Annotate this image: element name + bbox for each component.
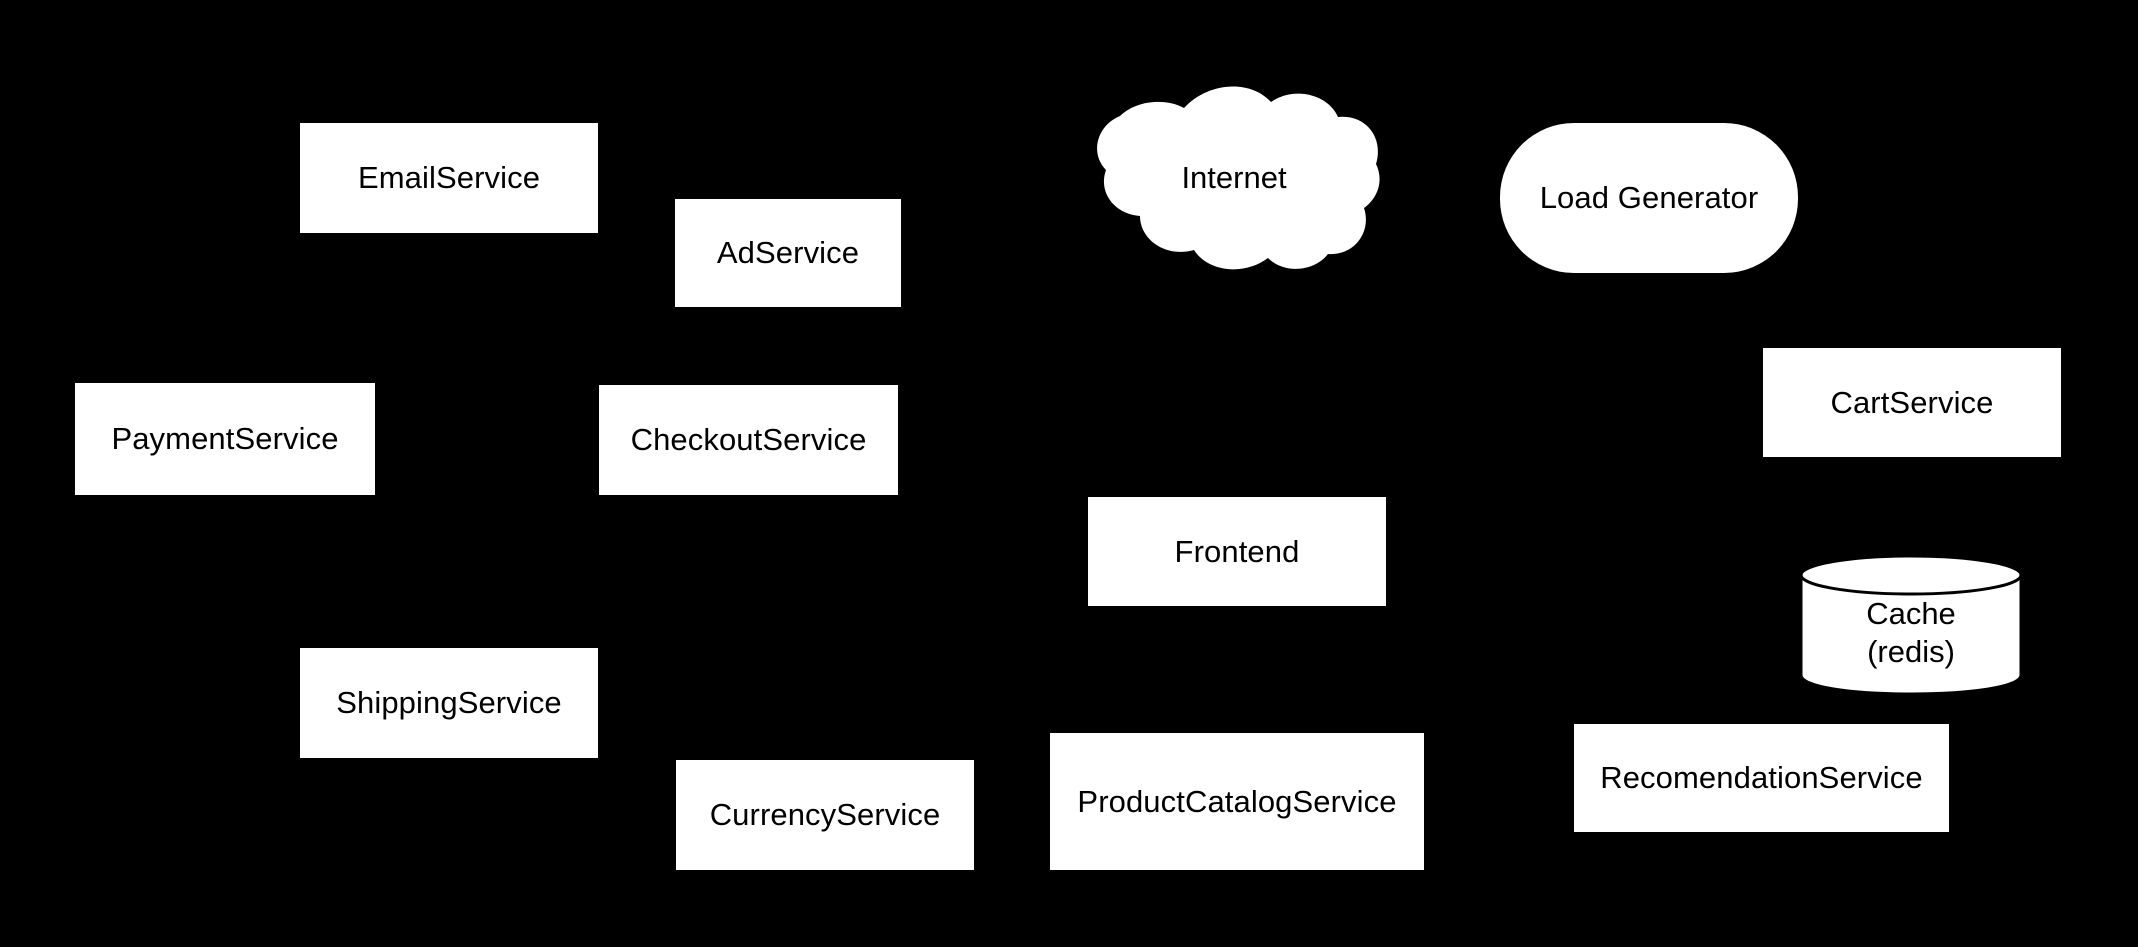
node-recomendation-service[interactable]: RecomendationService <box>1574 724 1949 832</box>
node-shipping-service[interactable]: ShippingService <box>300 648 598 758</box>
node-load-generator[interactable]: Load Generator <box>1500 123 1798 273</box>
node-ad-service[interactable]: AdService <box>675 199 901 307</box>
node-product-catalog-service[interactable]: ProductCatalogService <box>1050 733 1424 870</box>
cloud-icon <box>1097 86 1380 270</box>
database-cylinder-icon <box>1799 554 2023 696</box>
node-cart-service[interactable]: CartService <box>1763 348 2061 457</box>
node-email-service[interactable]: EmailService <box>300 123 598 233</box>
node-cache[interactable]: Cache (redis) <box>1798 554 2024 696</box>
node-payment-service[interactable]: PaymentService <box>75 383 375 495</box>
node-internet[interactable]: Internet <box>1088 84 1380 272</box>
node-checkout-service[interactable]: CheckoutService <box>599 385 898 495</box>
node-currency-service[interactable]: CurrencyService <box>676 760 974 870</box>
node-frontend[interactable]: Frontend <box>1088 497 1386 606</box>
